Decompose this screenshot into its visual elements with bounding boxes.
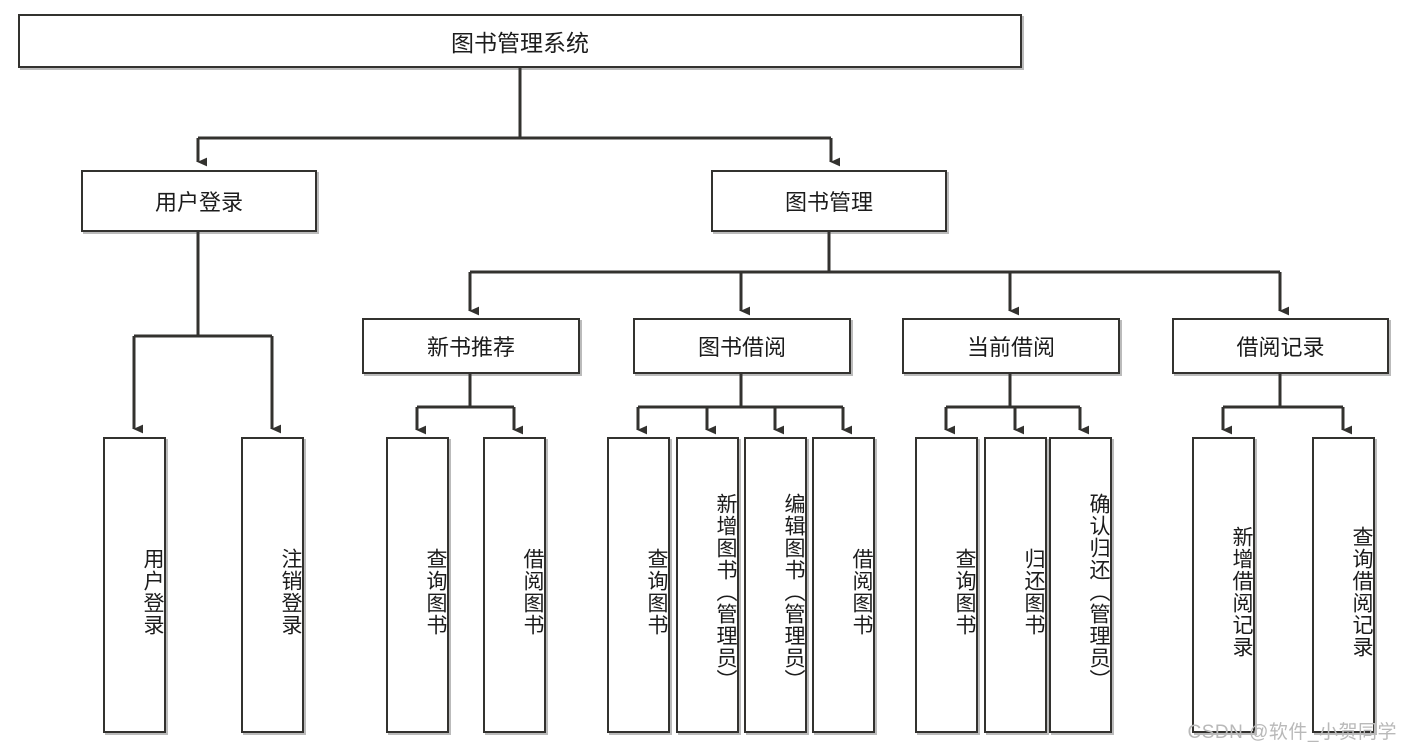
- leaf-query-book-2-label: 查询图书: [645, 548, 668, 636]
- leaf-logout[interactable]: 注销登录: [241, 437, 304, 733]
- node-user-login-label: 用户登录: [154, 190, 243, 215]
- node-book-manage-label: 图书管理: [784, 190, 873, 215]
- leaf-user-login[interactable]: 用户登录: [103, 437, 166, 733]
- leaf-add-book-label: 新增图书（管理员）: [714, 493, 737, 691]
- leaf-edit-book[interactable]: 编辑图书（管理员）: [744, 437, 807, 733]
- leaf-query-book-1-label: 查询图书: [424, 548, 447, 636]
- leaf-add-record-label: 新增借阅记录: [1230, 526, 1253, 658]
- node-current-borrow[interactable]: 当前借阅: [902, 318, 1120, 374]
- node-root[interactable]: 图书管理系统: [18, 14, 1022, 68]
- leaf-borrow-book-1-label: 借阅图书: [521, 548, 544, 636]
- leaf-add-record[interactable]: 新增借阅记录: [1192, 437, 1255, 733]
- leaf-query-record[interactable]: 查询借阅记录: [1312, 437, 1375, 733]
- node-root-label: 图书管理系统: [451, 30, 589, 56]
- node-new-book-rec[interactable]: 新书推荐: [362, 318, 580, 374]
- node-borrow-record-label: 借阅记录: [1236, 335, 1325, 360]
- leaf-query-book-3[interactable]: 查询图书: [915, 437, 978, 733]
- leaf-edit-book-label: 编辑图书（管理员）: [782, 493, 805, 691]
- leaf-confirm-return-label: 确认归还（管理员）: [1087, 493, 1110, 691]
- leaf-return-book-label: 归还图书: [1022, 548, 1045, 636]
- node-book-borrow-label: 图书借阅: [697, 335, 786, 360]
- node-new-book-rec-label: 新书推荐: [426, 335, 515, 360]
- leaf-borrow-book-2[interactable]: 借阅图书: [812, 437, 875, 733]
- leaf-query-book-3-label: 查询图书: [953, 548, 976, 636]
- leaf-add-book[interactable]: 新增图书（管理员）: [676, 437, 739, 733]
- leaf-user-login-label: 用户登录: [141, 548, 164, 636]
- watermark: CSDN @软件_小贺同学: [1187, 722, 1397, 743]
- leaf-borrow-book-2-label: 借阅图书: [850, 548, 873, 636]
- node-book-manage[interactable]: 图书管理: [711, 170, 947, 232]
- node-user-login[interactable]: 用户登录: [81, 170, 317, 232]
- node-book-borrow[interactable]: 图书借阅: [633, 318, 851, 374]
- leaf-query-book-2[interactable]: 查询图书: [607, 437, 670, 733]
- leaf-logout-label: 注销登录: [279, 548, 302, 636]
- node-current-borrow-label: 当前借阅: [966, 335, 1055, 360]
- leaf-return-book[interactable]: 归还图书: [984, 437, 1047, 733]
- leaf-borrow-book-1[interactable]: 借阅图书: [483, 437, 546, 733]
- leaf-query-record-label: 查询借阅记录: [1350, 526, 1373, 658]
- leaf-confirm-return[interactable]: 确认归还（管理员）: [1049, 437, 1112, 733]
- leaf-query-book-1[interactable]: 查询图书: [386, 437, 449, 733]
- node-borrow-record[interactable]: 借阅记录: [1172, 318, 1389, 374]
